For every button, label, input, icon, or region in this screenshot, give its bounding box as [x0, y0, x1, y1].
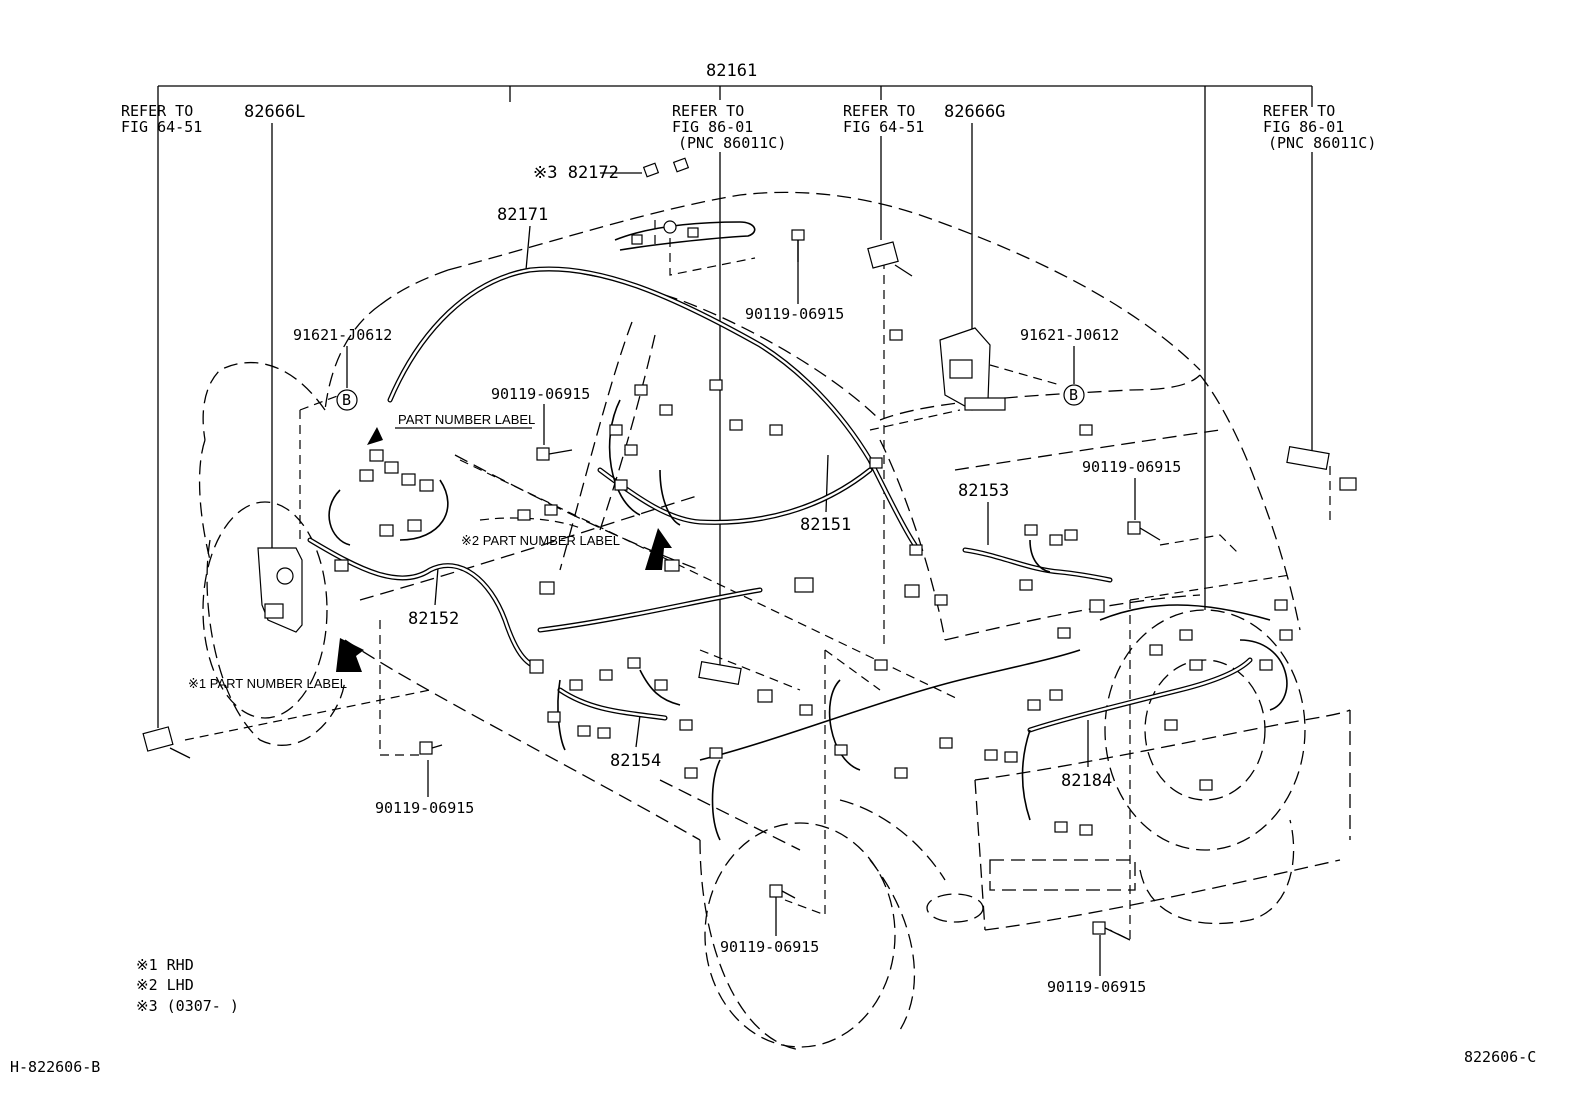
part-82666G-label: 82666G — [944, 102, 1005, 122]
part-82152-label: 82152 — [408, 609, 459, 629]
harness-floor — [537, 587, 1271, 841]
header-part-number: 82161 — [706, 61, 757, 81]
bolt-bottom-left — [419, 741, 443, 755]
clip-left-label: 91621-J0612 — [293, 326, 392, 344]
part-82172-label: ※3 82172 — [533, 163, 619, 183]
bolt-bottom-right — [1092, 921, 1131, 941]
refer-mid1-line1: REFER TO — [672, 102, 744, 120]
legend-item-3: ※3 (0307- ) — [136, 997, 239, 1015]
refer-mid1-line3: (PNC 86011C) — [678, 134, 786, 152]
bolts — [419, 229, 1161, 941]
vehicle-body-outline — [198, 191, 1351, 1051]
bolt-bottom-left-label: 90119-06915 — [375, 799, 474, 817]
part-number-label-2: ※2 PART NUMBER LABEL — [461, 533, 620, 548]
header-bracket — [157, 85, 1313, 728]
figure-id-right: 822606-C — [1464, 1048, 1536, 1066]
legend-item-2: ※2 LHD — [136, 976, 194, 994]
bolt-top — [791, 229, 805, 262]
refer-mid1-callout: REFER TO FIG 86-01 (PNC 86011C) — [672, 102, 786, 152]
refer-mid2-line2: FIG 64-51 — [843, 118, 924, 136]
part-82184-label: 82184 — [1061, 771, 1112, 791]
clip-right-label: 91621-J0612 — [1020, 326, 1119, 344]
refer-left-callout: REFER TO FIG 64-51 — [121, 102, 202, 136]
refer-right-line3: (PNC 86011C) — [1268, 134, 1376, 152]
legend-item-1: ※1 RHD — [136, 956, 194, 974]
harness-82153 — [962, 539, 1113, 583]
part-82666L-label: 82666L — [244, 102, 305, 122]
bolt-right-mid — [1127, 521, 1161, 541]
clip-b-left: B — [336, 389, 358, 411]
bolt-bottom-right-label: 90119-06915 — [1047, 978, 1146, 996]
leader-lines — [184, 220, 1331, 941]
refer-mid2-line1: REFER TO — [843, 102, 915, 120]
bolt-left-mid-label: 90119-06915 — [491, 385, 590, 403]
clip-b-right: B — [1063, 384, 1085, 406]
harness-82151 — [597, 399, 873, 526]
refer-mid2-callout: REFER TO FIG 64-51 — [843, 102, 924, 136]
legend: ※1 RHD ※2 LHD ※3 (0307- ) — [136, 956, 239, 1015]
refer-left-line1: REFER TO — [121, 102, 193, 120]
harness-82184 — [1021, 639, 1288, 821]
part-82154-label: 82154 — [610, 751, 661, 771]
bracket-82666L — [257, 547, 303, 633]
refer-mid1-line2: FIG 86-01 — [672, 118, 753, 136]
refer-right-line2: FIG 86-01 — [1263, 118, 1344, 136]
harness-82172 — [614, 157, 756, 251]
bolt-bottom-mid — [769, 884, 796, 899]
harness-82152 — [307, 479, 543, 671]
bolt-left-mid — [536, 447, 573, 461]
part-ref-mid-module — [867, 241, 913, 277]
clip-b-left-letter: B — [342, 391, 351, 409]
connectors — [334, 329, 1293, 836]
part-ref-left-module — [142, 726, 191, 759]
part-82151-label: 82151 — [800, 515, 851, 535]
bolt-top-label: 90119-06915 — [745, 305, 844, 323]
part-ref-right-module — [1286, 445, 1357, 491]
figure-id-left: H-822606-B — [10, 1058, 100, 1076]
part-ref-mid1-module — [698, 660, 773, 703]
harness-82154 — [557, 669, 681, 751]
clip-b-right-letter: B — [1069, 386, 1078, 404]
refer-left-line2: FIG 64-51 — [121, 118, 202, 136]
part-number-label-1: ※1 PART NUMBER LABEL — [188, 676, 347, 691]
bracket-82666G — [939, 327, 1006, 411]
refer-right-line1: REFER TO — [1263, 102, 1335, 120]
part-82171-label: 82171 — [497, 205, 548, 225]
part-82153-label: 82153 — [958, 481, 1009, 501]
bolt-right-mid-label: 90119-06915 — [1082, 458, 1181, 476]
label-arrows — [336, 427, 672, 672]
part-number-label-top: PART NUMBER LABEL — [398, 412, 535, 427]
bolt-bottom-mid-label: 90119-06915 — [720, 938, 819, 956]
refer-right-callout: REFER TO FIG 86-01 (PNC 86011C) — [1263, 102, 1376, 152]
